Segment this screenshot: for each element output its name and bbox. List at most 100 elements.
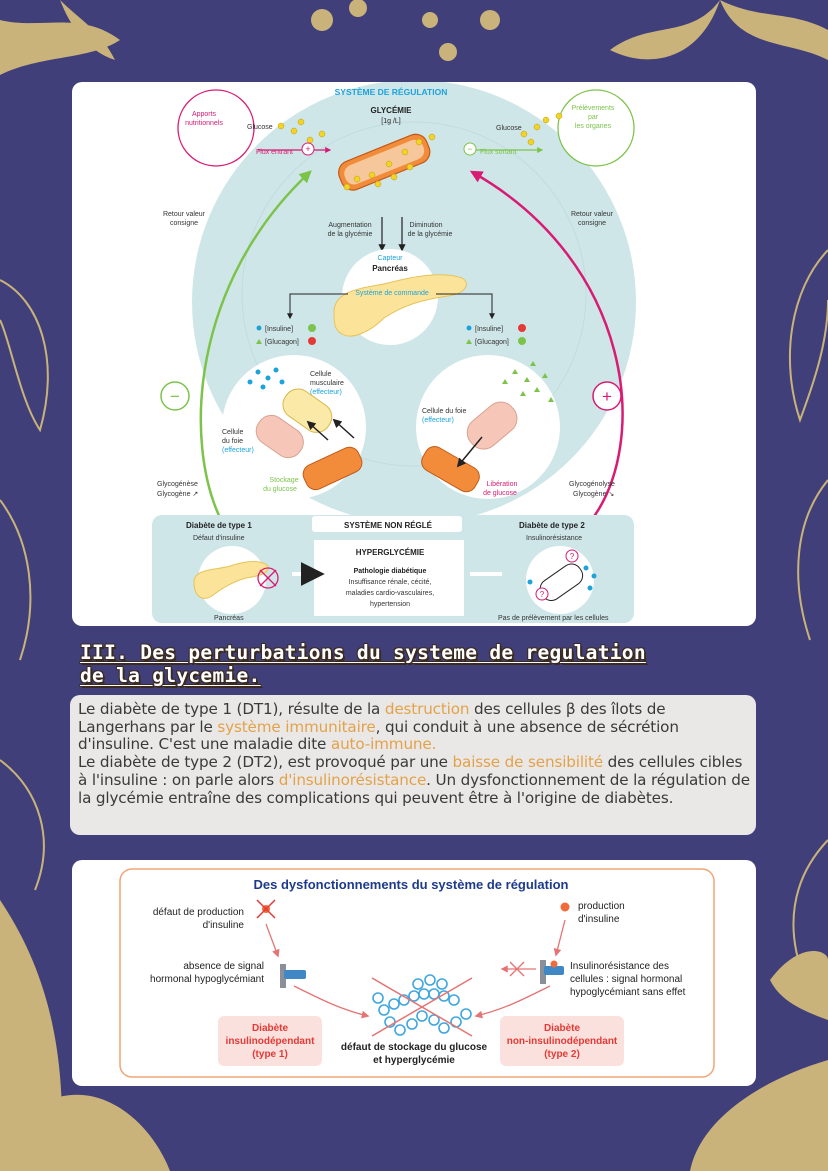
insuline-label-left: [Insuline] [265,326,293,333]
minus-small-icon [463,142,477,156]
dysfunction-diagram: Des dysfonctionnements du système de rég… [119,868,715,1078]
glucagon-triangle-icon [466,339,472,344]
cellule-foie-left-label-1: Cellule [222,429,244,436]
minus-label: − [170,387,180,406]
text-segment: Le diabète de type 1 (DT1), résulte de l… [78,700,385,718]
defaut-production-label-1: défaut de production [153,907,244,918]
insulinoresistance-label-2: cellules : signal hormonal [570,974,682,985]
glycogenolyse-label-2: Glycogène ↘ [573,491,614,498]
command-branch-right [436,293,495,320]
type1-box [218,1016,322,1066]
glycogenese-label-1: Glycogénèse [157,481,198,488]
insulin-particles-bottom [527,565,597,591]
insulinoresistance-label-1: Insulinorésistance des [570,961,669,972]
section-heading-line-1: III. Des perturbations du systeme de reg… [80,641,646,664]
pathologie-label: Pathologie diabétique [354,568,427,575]
flux-sortant-label: Flux sortant [480,149,517,156]
plus-small-label: + [305,144,310,154]
retour-right-arrow [469,170,624,523]
effecteur-label-2: (effecteur) [222,447,254,454]
effecteur-label-1: (effecteur) [310,389,342,396]
complications-label-3: hypertension [370,601,410,608]
insulin-particles-left [247,367,285,390]
blood-vessel-left-icon [302,446,363,491]
insulinoresistance-label-3: hypoglycémiant sans effet [570,987,686,998]
type2-label-2: non-insulinodépendant [507,1036,618,1047]
pancreas-icon [333,274,467,337]
highlight-insulinoresistance: d'insulinorésistance [278,770,427,789]
berry-decoration [349,0,367,17]
production-dot-icon [560,902,570,912]
cellule-foie-left-label-2: du foie [222,438,243,445]
non-regle-header [312,516,462,532]
apports-circle [177,89,255,167]
text-segment: des cellules cibles à l'insuline : on pa… [78,753,743,789]
leaf-decoration [770,951,828,1020]
apports-label-1: Apports [192,111,217,118]
leaf-outline-decoration [0,499,32,661]
glucose-left-label: Glucose [247,124,273,131]
glycogen-molecule-icon [372,974,472,1036]
muscle-cell-icon [282,388,333,433]
liver-cell-icon [255,414,304,459]
command-branch-left [287,293,348,320]
augmentation-label-2: de la glycémie [328,231,373,238]
liver-cell-right-icon [466,401,518,450]
text-segment: , qui conduit à une absence de sécrétion… [78,717,679,754]
glucagon-triangle-icon [256,339,262,344]
glucagon-label-right: [Glucagon] [475,339,509,346]
production-label-2: d'insuline [578,914,620,925]
type2-box [500,1016,624,1066]
regulation-diagram-card: SYSTÈME DE RÉGULATION Apports nutritionn… [72,82,756,626]
berry-decoration [480,10,500,30]
leaf-decoration [60,0,115,60]
hyperglycemie-box [314,540,464,616]
text-segment: . Un dysfonctionnement de la régulation … [78,770,750,807]
blocked-icon [257,567,279,589]
complications-label-1: Insuffisance rénale, cécité, [349,579,432,586]
dysfunction-diagram-card: Des dysfonctionnements du système de rég… [72,860,756,1086]
up-arrow-icon [308,324,316,332]
minus-icon [160,381,190,411]
diminution-label-1: Diminution [409,222,442,229]
receptor-right-icon [540,960,564,984]
effecteur-label-3: (effecteur) [422,417,454,424]
question-label-1: ? [570,552,575,561]
glycemie-value: [1g /L] [381,118,401,125]
capteur-label: Capteur [378,255,404,262]
arrow-defaut-to-signal [265,923,280,958]
receptor-left-icon [280,964,306,988]
pancreas-bottom-label: Pancréas [214,615,244,622]
insuline-dot-icon [466,325,472,331]
question-icon-2 [535,587,549,601]
type2-label-3: (type 2) [544,1049,580,1060]
absence-signal-label-1: absence de signal [183,961,264,972]
explanation-text: Le diabète de type 1 (DT1), résulte de l… [70,695,756,835]
berry-decoration [439,43,457,61]
production-label-1: production [578,901,625,912]
complications-label-2: maladies cardio-vasculaires, [346,590,434,597]
highlight-auto-immune: auto-immune. [330,735,437,754]
up-arrow-icon [518,337,526,345]
berry-decoration [311,9,333,31]
prelevements-label-3: les organes [575,123,612,130]
cellule-musculaire-label-2: musculaire [310,380,344,387]
defaut-production-label-2: d'insuline [203,920,245,931]
cellule-musculaire-label-1: Cellule [310,371,332,378]
retour-left-arrow [199,170,312,523]
liberation-arrow [456,436,483,468]
section-heading-line-2: de la glycemie. [80,664,261,687]
augmentation-label-1: Augmentation [328,222,371,229]
down-arrow-icon [308,337,316,345]
stockage-arrow-1 [306,420,329,441]
pancreas-bottom-icon [193,561,269,599]
retour-left-label-2: consigne [170,220,198,227]
absence-signal-label-2: hormonal hypoglycémiant [150,974,264,985]
text-segment: Le diabète de type 2 (DT2), est provoqué… [78,753,453,772]
paragraph-type2: Le diabète de type 2 (DT2), est provoqué… [78,753,750,807]
liberation-label-2: de glucose [483,490,517,497]
diminution-label-2: de la glycémie [408,231,453,238]
highlight-destruction: destruction [384,700,470,718]
arrow-right-to-stockage [474,985,551,1019]
